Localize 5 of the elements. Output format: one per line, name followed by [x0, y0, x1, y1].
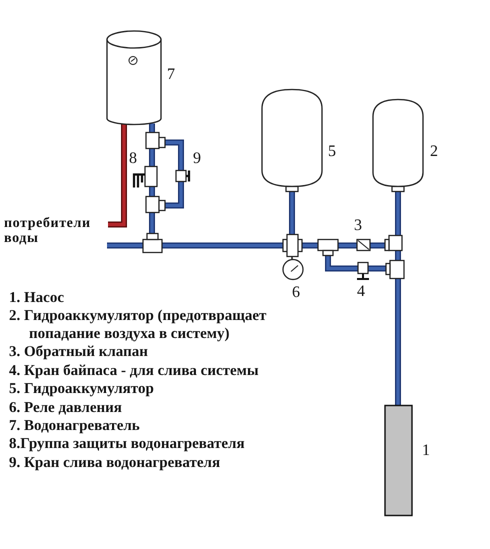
- outlet-label: потребители воды: [4, 216, 92, 246]
- key-list-item: 7. Водонагреватель: [9, 417, 140, 435]
- key-list-item: 1. Насос: [9, 289, 64, 307]
- callout-number: 2: [430, 143, 438, 161]
- key-list-item: 6. Реле давления: [9, 399, 122, 417]
